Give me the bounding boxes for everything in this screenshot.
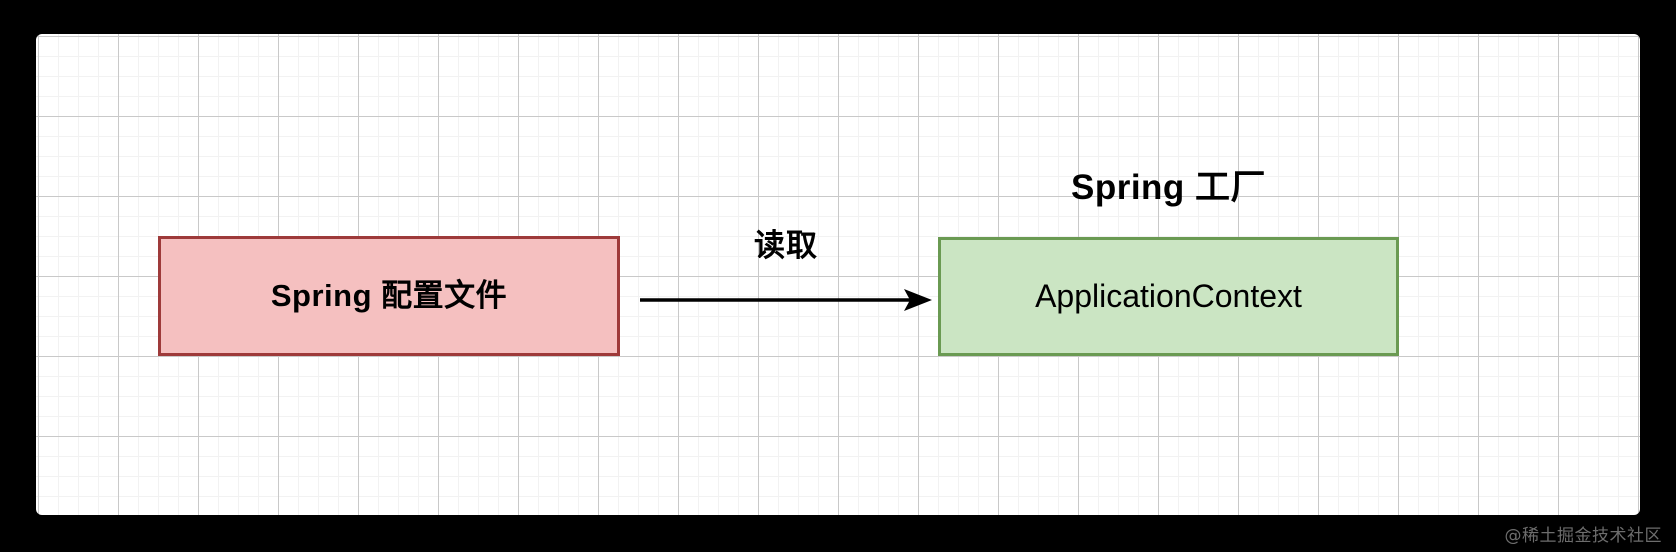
watermark-text: @稀土掘金技术社区 <box>1504 526 1662 546</box>
node-spring-config-file-label: Spring 配置文件 <box>270 277 508 313</box>
arrow-icon <box>640 289 932 311</box>
node-application-context[interactable]: ApplicationContext <box>938 237 1399 356</box>
node-spring-config-file[interactable]: Spring 配置文件 <box>158 236 620 356</box>
arrow-head <box>904 289 932 311</box>
edge-arrow-read <box>636 280 936 320</box>
edge-label-read: 读取 <box>754 228 818 263</box>
diagram-title: Spring 工厂 <box>1070 168 1267 207</box>
node-application-context-label: ApplicationContext <box>1035 277 1302 314</box>
diagram-canvas: Spring 工厂 Spring 配置文件 读取 ApplicationCont… <box>36 34 1640 515</box>
